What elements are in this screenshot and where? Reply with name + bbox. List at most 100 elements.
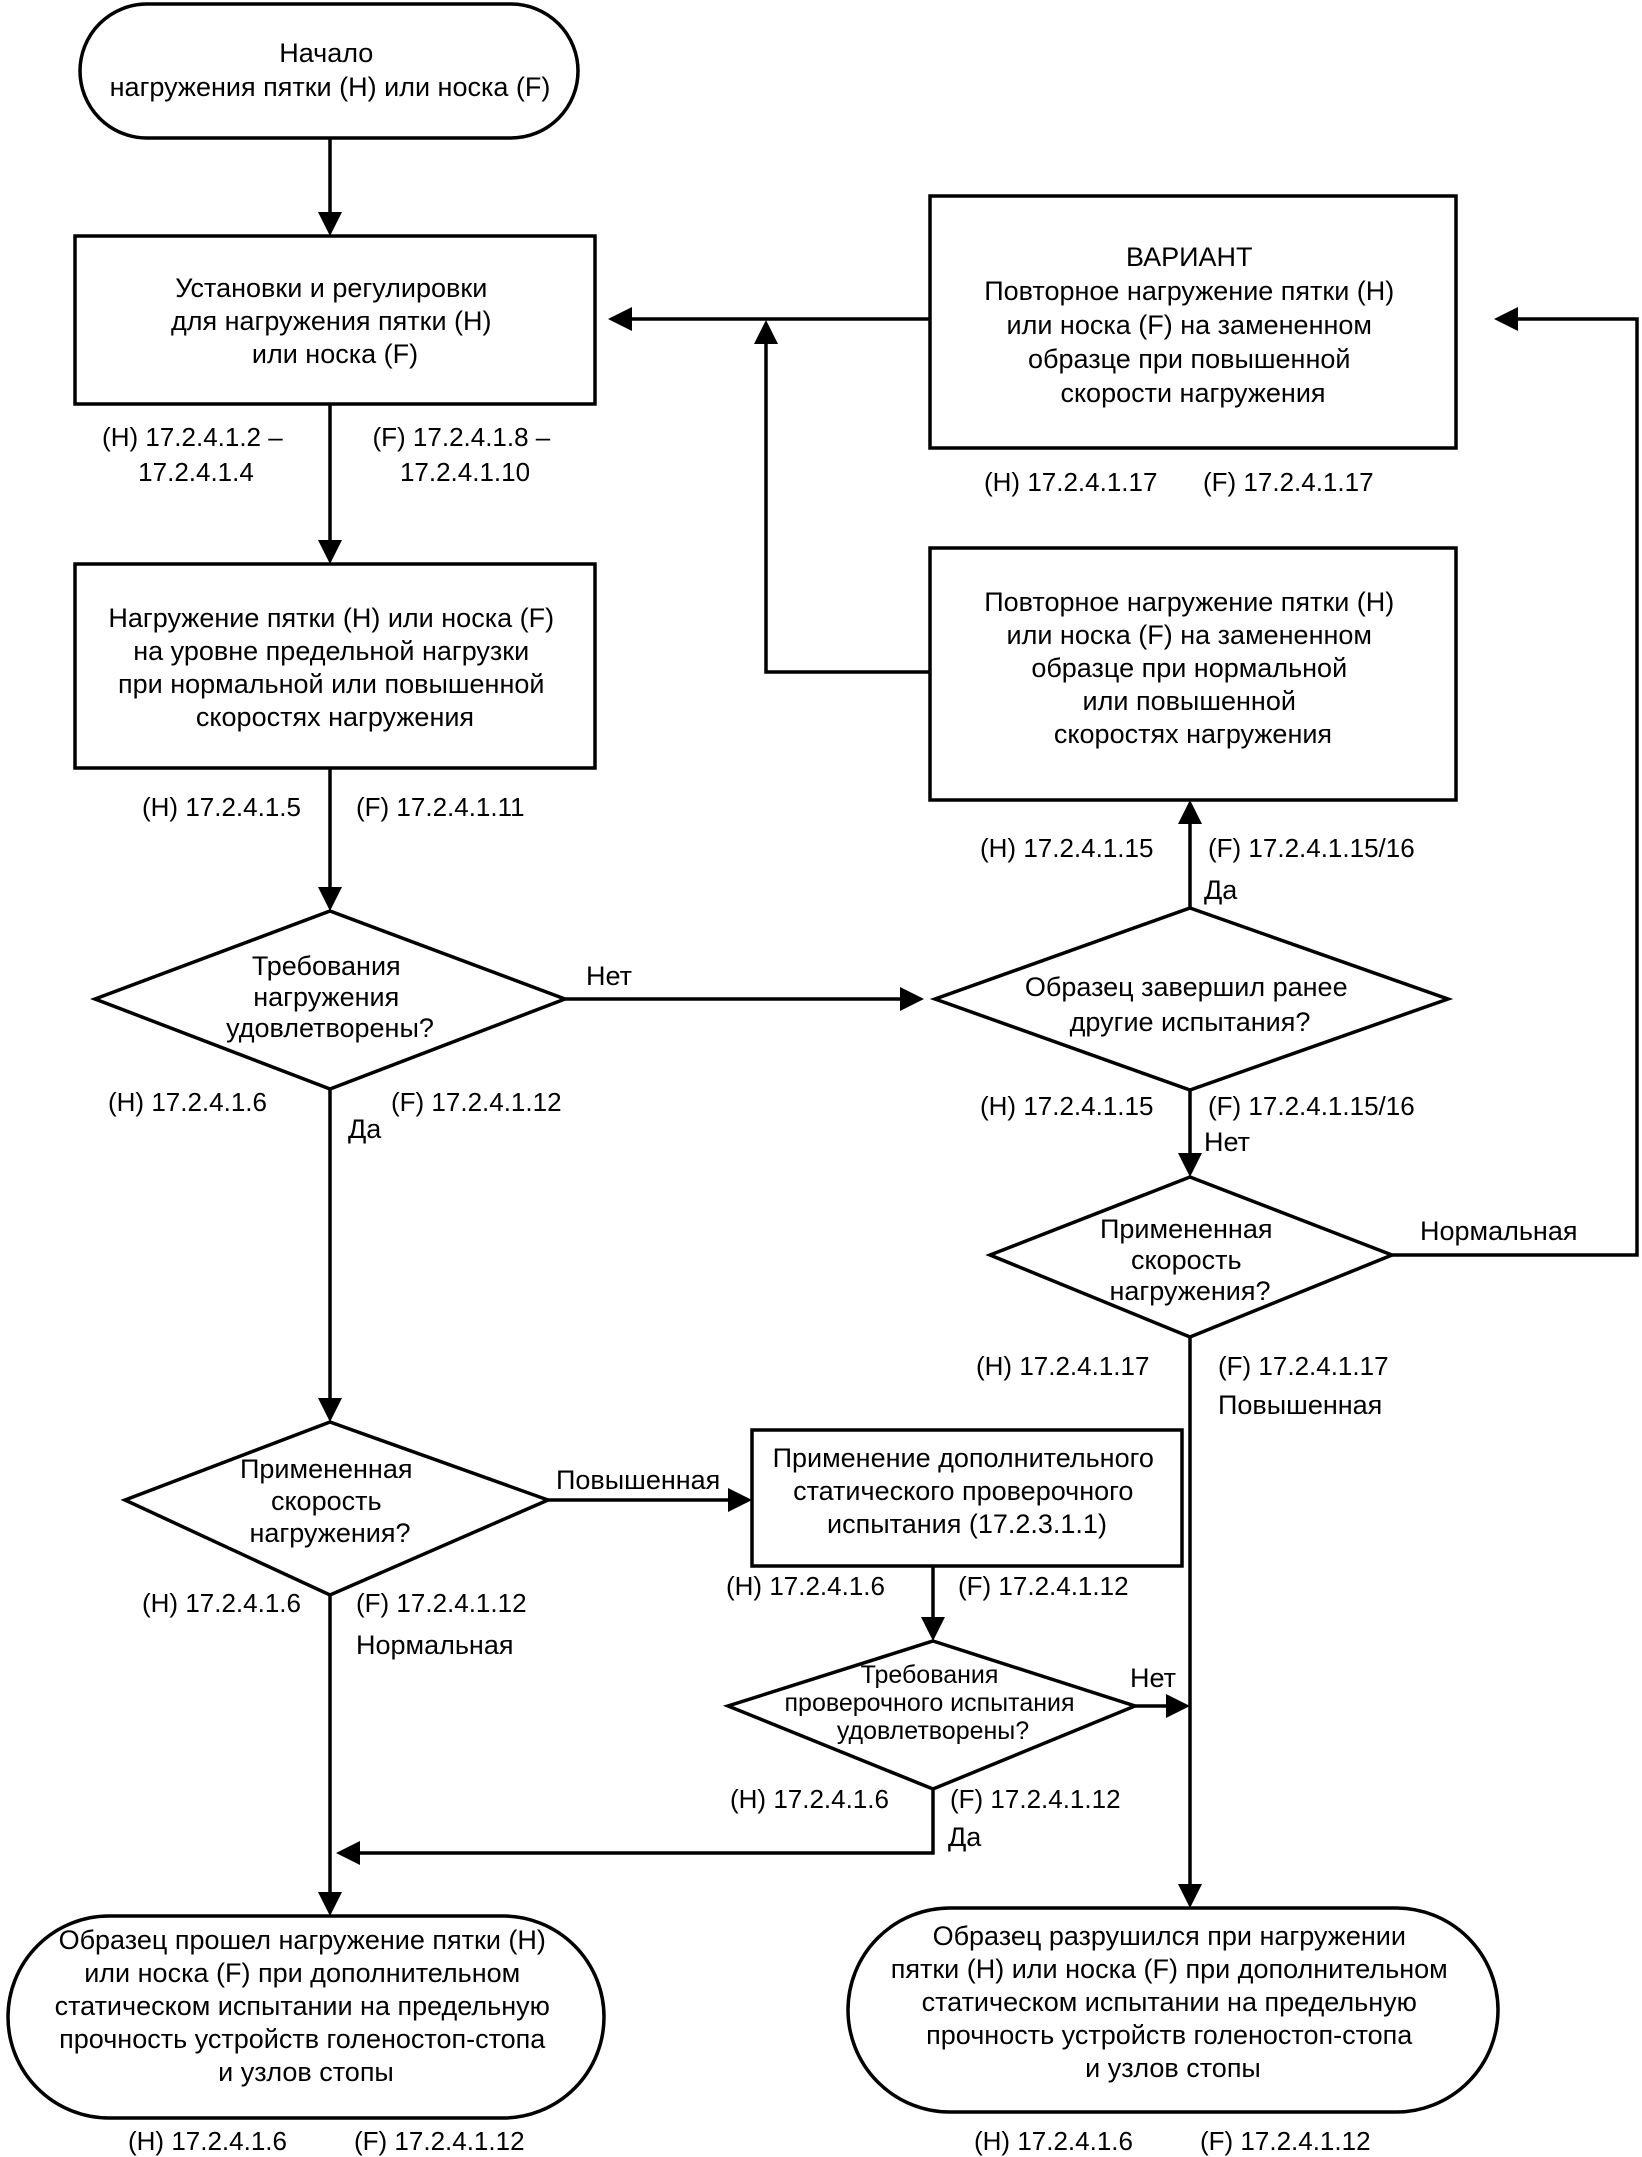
speed-right-line-1: Примененная (1100, 1214, 1272, 1244)
start-line-2: нагружения пятки (Н) или носка (F) (110, 72, 551, 102)
speedr-ref-f: (F) 17.2.4.1.17 (1218, 1351, 1389, 1381)
passed-ref-h: (Н) 17.2.4.1.6 (128, 2126, 287, 2156)
speedl-increased-label: Повышенная (556, 1465, 720, 1495)
req-yes-label: Да (348, 1114, 382, 1144)
repeat-ref-h: (Н) 17.2.4.1.15 (980, 833, 1153, 863)
arrow-repeat-to-setup (764, 340, 930, 674)
variant-text: ВАРИАНТ Повторное нагружение пятки (Н) и… (984, 242, 1402, 408)
speed-right-text: Примененная скорость нагружения? (1100, 1214, 1280, 1306)
extra-ref-f: (F) 17.2.4.1.12 (958, 1571, 1129, 1601)
proof-met-decision (722, 1639, 1141, 1791)
setup-ref-h-line-2: 17.2.4.1.4 (138, 457, 254, 487)
setup-line-3: или носка (F) (252, 339, 418, 369)
clause-references: (Н) 17.2.4.1.2 – 17.2.4.1.4 (F) 17.2.4.1… (102, 422, 1415, 2156)
speed-left-text: Примененная скорость нагружения? (240, 1454, 420, 1548)
setup-box (73, 234, 597, 406)
arrowhead-join-up (754, 320, 778, 344)
load-line-3: при нормальной или повышенной (118, 669, 544, 699)
passed-line-5: и узлов стопы (218, 2057, 394, 2087)
prior-tests-line-1: Образец завершил ранее (1025, 972, 1348, 1002)
speed-left-line-2: скорость (271, 1486, 382, 1516)
load-line-4: скоростях нагружения (196, 702, 474, 732)
failed-line-5: и узлов стопы (1085, 2053, 1261, 2083)
proof-met-line-2: проверочного испытания (785, 1689, 1075, 1717)
setup-ref-f-line-2: 17.2.4.1.10 (400, 457, 530, 487)
setup-ref-h: (Н) 17.2.4.1.2 – 17.2.4.1.4 (102, 422, 290, 487)
setup-ref-h-line-1: (Н) 17.2.4.1.2 – (102, 422, 283, 452)
variant-line-4: образце при повышенной (1028, 344, 1350, 374)
proof-yes-label: Да (948, 1822, 982, 1852)
req-met-text: Требования нагружения удовлетворены? (226, 951, 434, 1043)
load-box (73, 562, 597, 770)
load-line-1: Нагружение пятки (Н) или носка (F) (108, 603, 554, 633)
start-text: Начало нагружения пятки (Н) или носка (F… (110, 38, 551, 102)
proof-met-text: Требования проверочного испытания удовле… (785, 1661, 1082, 1745)
passed-line-1: Образец прошел нагружение пятки (Н) (59, 1925, 546, 1955)
failed-line-4: прочность устройств голеностоп-стопа (926, 2020, 1413, 2050)
proof-met-line-1: Требования (861, 1661, 999, 1689)
failed-ref-f: (F) 17.2.4.1.12 (1200, 2126, 1371, 2156)
repeat-box (928, 546, 1458, 802)
failed-text: Образец разрушился при нагружении пятки … (891, 1921, 1456, 2083)
arrowhead-failed-top (1178, 1884, 1202, 1908)
repeat-line-2: или носка (F) на замененном (1007, 620, 1372, 650)
extra-static-line-3: испытания (17.2.3.1.1) (827, 1509, 1107, 1539)
prior-ref-h: (Н) 17.2.4.1.15 (980, 1091, 1153, 1121)
arrowhead-proof-no (1166, 1694, 1190, 1718)
repeat-line-4: или повышенной (1083, 686, 1296, 716)
req-met-decision (90, 909, 570, 1091)
variant-line-2: Повторное нагружение пятки (Н) (984, 276, 1394, 306)
arrowhead-speedr-top (1178, 1153, 1202, 1177)
variant-ref-f: (F) 17.2.4.1.17 (1203, 467, 1374, 497)
speedl-ref-h: (Н) 17.2.4.1.6 (142, 1588, 301, 1618)
arrowhead-setup-top (318, 212, 342, 236)
req-met-line-2: нагружения (253, 982, 399, 1012)
prior-tests-text: Образец завершил ранее другие испытания? (1025, 972, 1355, 1037)
arrowhead-passed-top (318, 1892, 342, 1916)
load-ref-f: (F) 17.2.4.1.11 (356, 792, 525, 822)
passed-terminal (6, 1914, 606, 2120)
extra-static-text: Применение дополнительного статического … (773, 1443, 1162, 1539)
branch-labels: Да Нет Повышенная Нормальная Нет Да Да Н… (348, 875, 1577, 1852)
prior-tests-line-2: другие испытания? (1070, 1007, 1311, 1037)
speed-left-line-3: нагружения? (250, 1518, 411, 1548)
failed-line-3: статическом испытании на предельную (922, 1987, 1417, 2017)
prior-ref-f: (F) 17.2.4.1.15/16 (1208, 1091, 1415, 1121)
passed-line-3: статическом испытании на предельную (55, 1991, 550, 2021)
load-text: Нагружение пятки (Н) или носка (F) на ур… (108, 603, 561, 732)
req-met-line-3: удовлетворены? (226, 1013, 434, 1043)
prior-no-label: Нет (1204, 1127, 1250, 1157)
prior-tests-decision (929, 906, 1454, 1092)
variant-box (928, 194, 1458, 450)
speed-left-decision (120, 1420, 553, 1597)
setup-line-2: для нагружения пятки (Н) (171, 306, 492, 336)
extra-static-line-2: статического проверочного (793, 1476, 1133, 1506)
setup-ref-f: (F) 17.2.4.1.8 – 17.2.4.1.10 (373, 422, 558, 487)
req-met-line-1: Требования (252, 951, 401, 981)
speedr-ref-h: (Н) 17.2.4.1.17 (976, 1351, 1149, 1381)
variant-line-1: ВАРИАНТ (1126, 242, 1253, 272)
repeat-ref-f: (F) 17.2.4.1.15/16 (1208, 833, 1415, 863)
arrowheads (318, 212, 1518, 1916)
prior-yes-label: Да (1204, 875, 1238, 905)
speed-left-line-1: Примененная (240, 1454, 412, 1484)
speed-right-line-3: нагружения? (1110, 1276, 1271, 1306)
arrowhead-variant-right (1494, 307, 1518, 331)
variant-line-5: скорости нагружения (1060, 378, 1325, 408)
connectors (328, 138, 1639, 1898)
variant-line-3: или носка (F) на замененном (1007, 310, 1372, 340)
req-no-label: Нет (586, 961, 632, 991)
extra-ref-h: (Н) 17.2.4.1.6 (726, 1571, 885, 1601)
variant-ref-h: (Н) 17.2.4.1.17 (984, 467, 1157, 497)
arrowhead-repeat-bottom (1178, 800, 1202, 824)
proof-ref-f: (F) 17.2.4.1.12 (950, 1784, 1121, 1814)
speedl-normal-label: Нормальная (356, 1630, 513, 1660)
repeat-line-5: скоростях нагружения (1054, 719, 1332, 749)
extra-static-line-1: Применение дополнительного (773, 1443, 1154, 1473)
arrow-proof-yes-to-passed (352, 1789, 935, 1855)
shapes (6, 2, 1500, 2120)
failed-line-1: Образец разрушился при нагружении (933, 1921, 1406, 1951)
proof-no-label: Нет (1130, 1663, 1176, 1693)
load-line-2: на уровне предельной нагрузки (133, 636, 529, 666)
